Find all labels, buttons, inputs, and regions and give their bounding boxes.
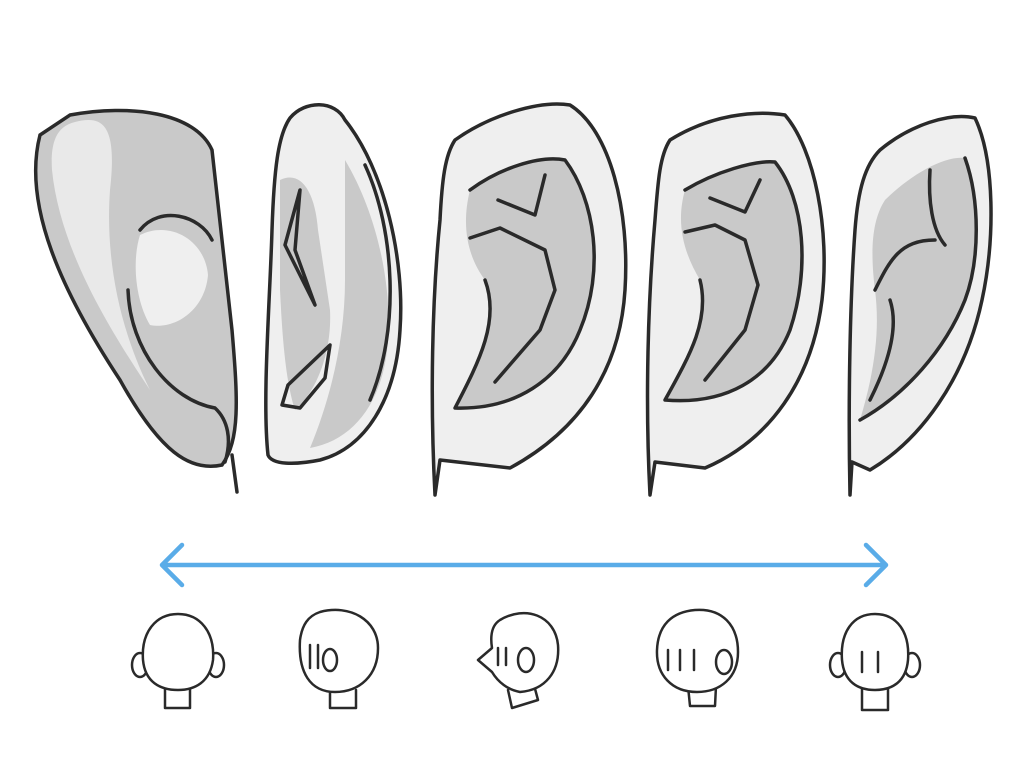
ear-rear-three-quarter-view (847, 114, 993, 497)
ear-front-side-view (264, 103, 403, 466)
ear-side-view (645, 111, 826, 497)
double-arrow-icon (159, 542, 889, 588)
head-back-view (828, 612, 922, 712)
head-three-quarter-view (298, 608, 380, 710)
head-profile-view (476, 611, 560, 710)
ear-back-view (33, 108, 239, 494)
ear-three-quarter-view (430, 102, 628, 497)
head-three-quarter-back-view (655, 608, 740, 708)
head-front-view (130, 612, 226, 710)
